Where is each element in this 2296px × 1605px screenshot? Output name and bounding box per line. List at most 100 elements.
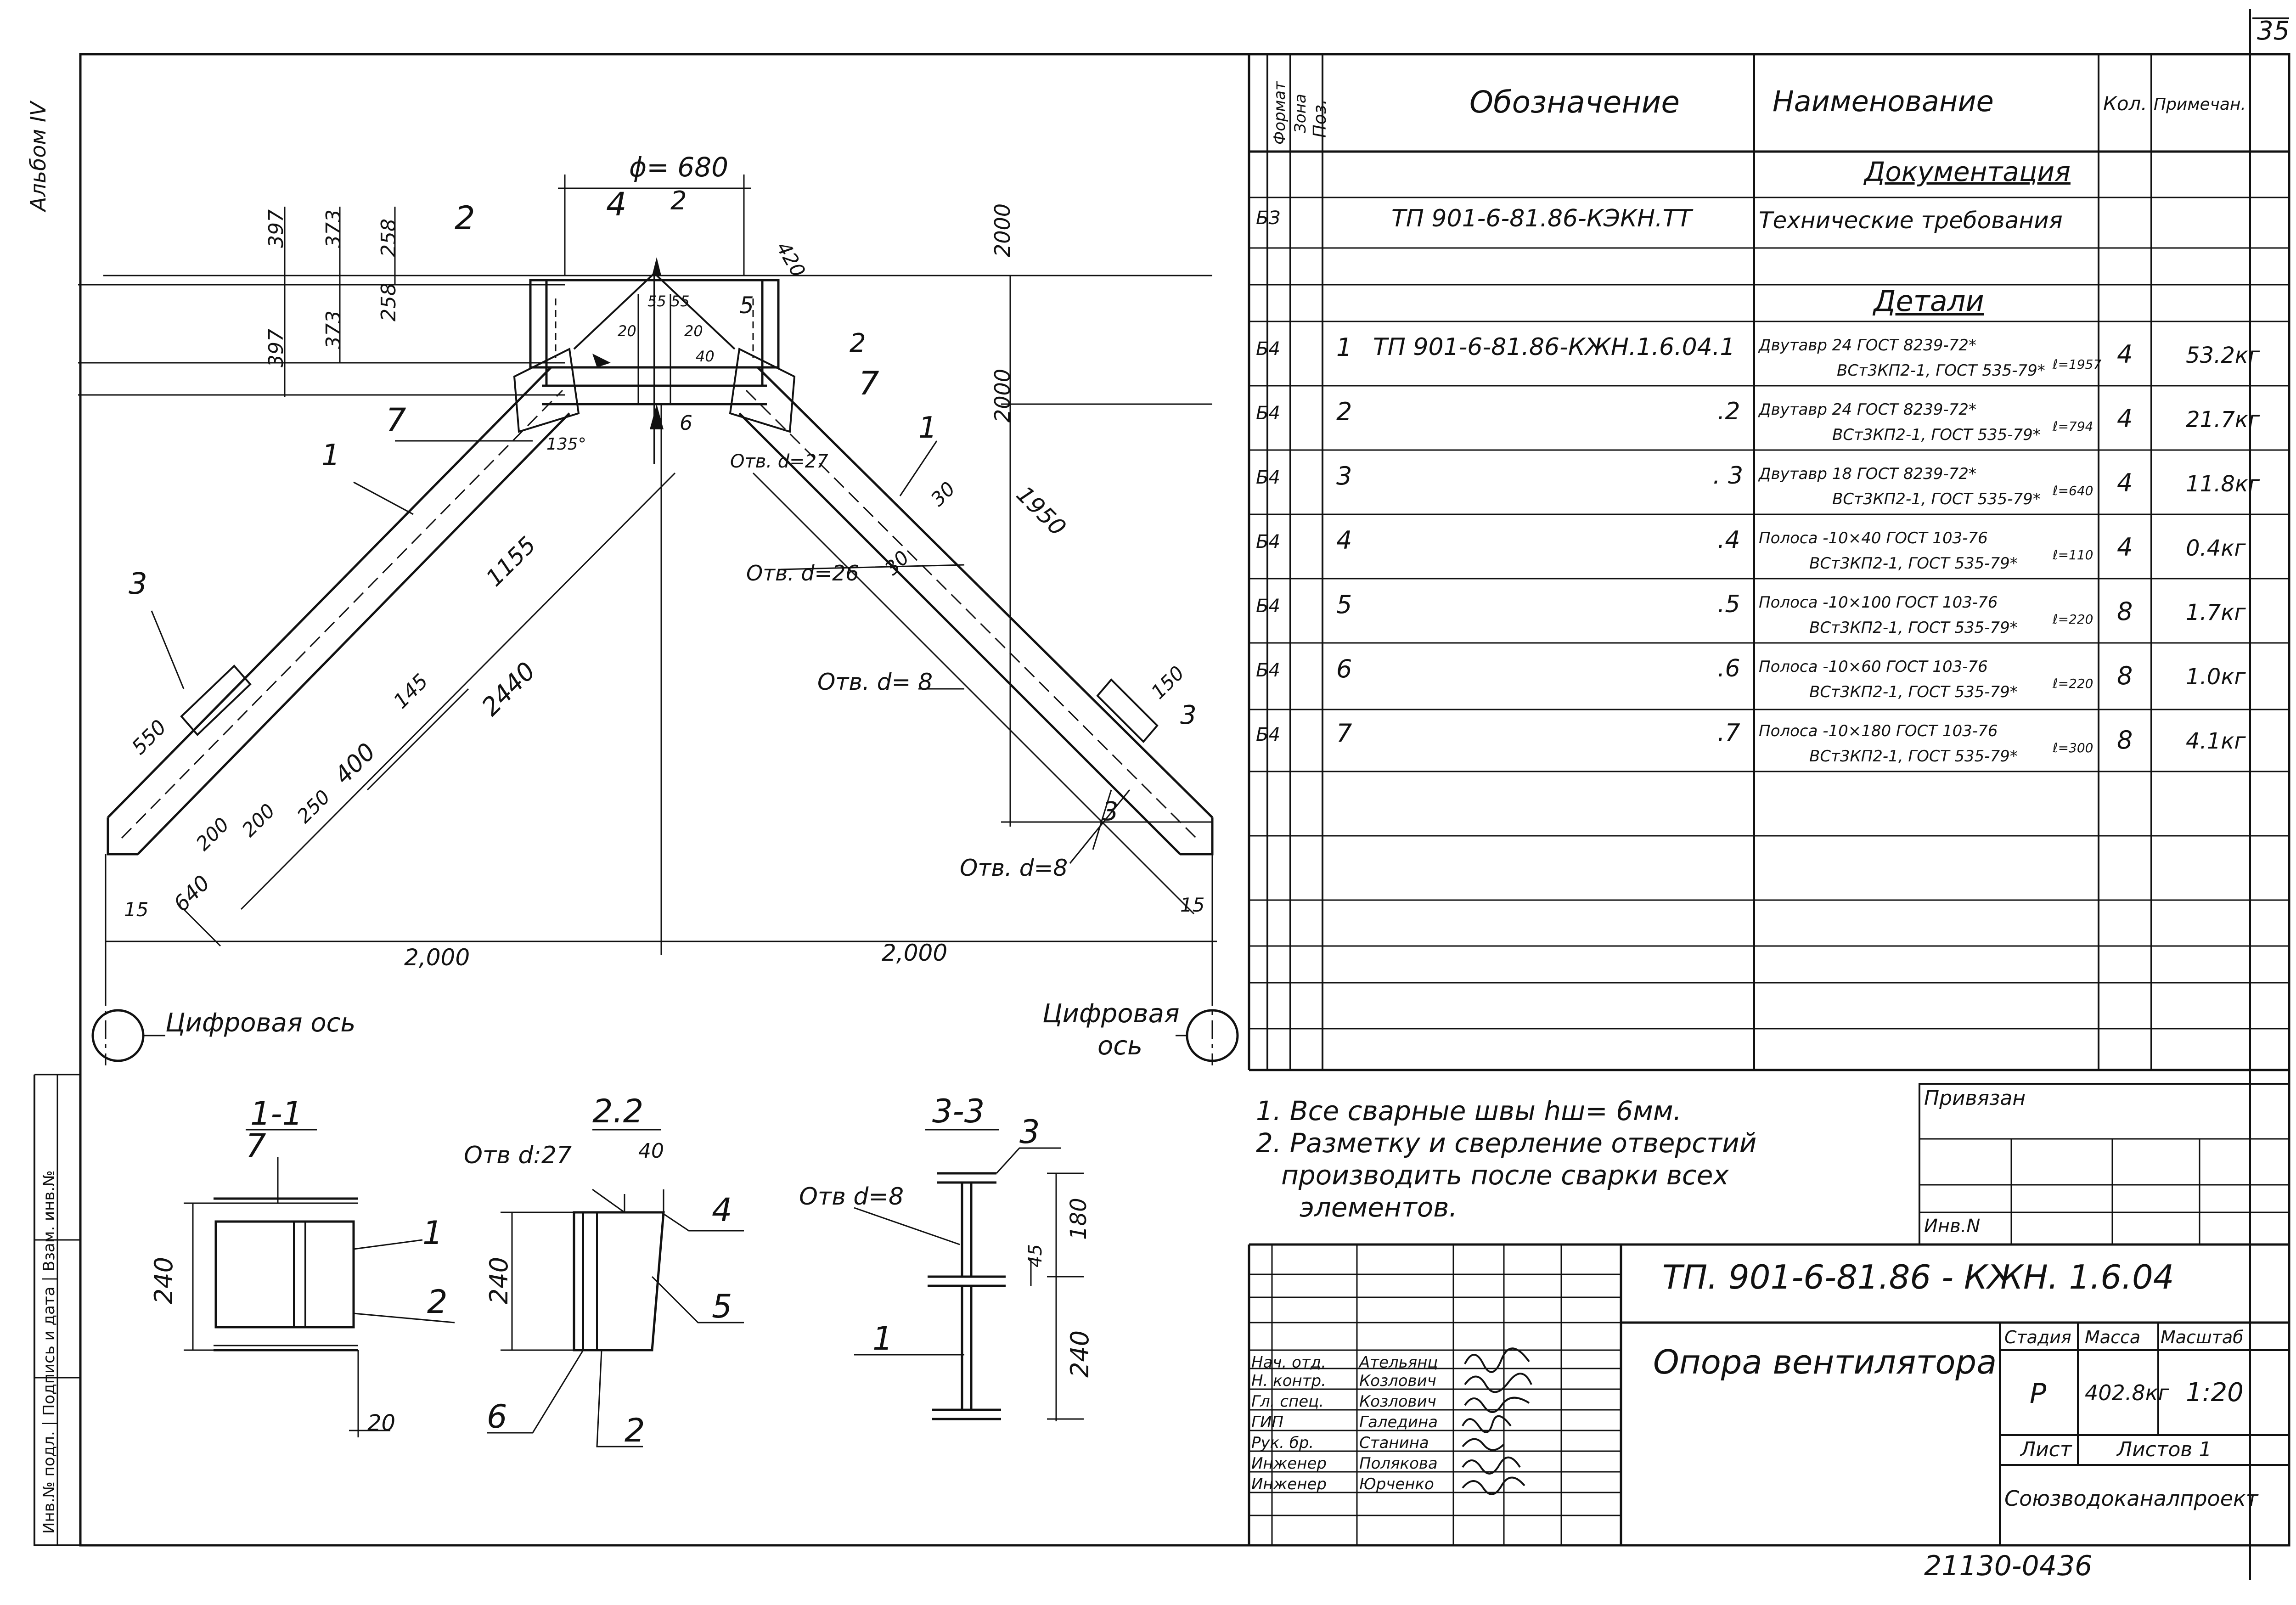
row-designation: .5 — [1717, 591, 1740, 618]
drawing-code: ТП. 901-6-81.86 - КЖН. 1.6.04 — [1662, 1258, 2174, 1296]
s11-dim240: 240 — [149, 1256, 178, 1304]
s22-hole: Отв d:27 — [464, 1142, 572, 1169]
row-pos: 1 — [1336, 333, 1352, 362]
note-3: производить после сварки всех — [1281, 1160, 1729, 1191]
row-pos: 6 — [1336, 654, 1352, 683]
hole-8-a: Отв. d= 8 — [817, 669, 933, 695]
axis-right-label-1: Цифровая — [1042, 999, 1180, 1029]
row-len: ℓ=220 — [2053, 612, 2093, 627]
doc-designation: ТП 901-6-81.86-КЭКН.ТТ — [1391, 205, 1692, 232]
s33-dim45: 45 — [1025, 1244, 1046, 1267]
album-label: Альбом IV — [26, 101, 51, 211]
pos-4: 4 — [606, 186, 627, 223]
s22-pos4: 4 — [712, 1191, 732, 1229]
hole-26: Отв. d=26 — [746, 561, 859, 586]
row-name-2: ВСт3КП2-1, ГОСТ 535-79* — [1809, 683, 2018, 701]
dim-20-b: 20 — [684, 322, 703, 340]
side-stamp: Инв.№ подл. | Подпись и дата | Взам. инв… — [40, 1170, 58, 1534]
s11-pos7: 7 — [246, 1127, 266, 1165]
inv-label: Инв.N — [1924, 1216, 1981, 1237]
row-note: 0.4кг — [2186, 535, 2246, 561]
s33-dim240: 240 — [1065, 1330, 1094, 1378]
section-2-2-title: 2.2 — [592, 1093, 644, 1130]
row-name-1: Полоса -10×60 ГОСТ 103-76 — [1759, 658, 1988, 676]
s22-dim240: 240 — [484, 1256, 513, 1304]
hdr-pos: Поз. — [1310, 99, 1330, 138]
doc-name: Технические требования — [1759, 207, 2063, 234]
sheet-number: 35 — [2257, 16, 2290, 46]
row-qty: 8 — [2117, 726, 2133, 755]
pos-2-right: 2 — [850, 328, 866, 358]
axis-right-label-2: ось — [1097, 1031, 1143, 1061]
sig-name: Юрченко — [1359, 1475, 1434, 1493]
row-format: Б4 — [1256, 660, 1280, 681]
row-designation: .6 — [1717, 655, 1740, 682]
hdr-designation: Обозначение — [1469, 84, 1680, 120]
s22-pos6: 6 — [487, 1398, 507, 1436]
sig-name: Галедина — [1359, 1413, 1438, 1431]
bottom-page: 36 — [2057, 1550, 2093, 1582]
s33-hole: Отв d=8 — [799, 1183, 904, 1211]
angle-135: 135° — [546, 435, 586, 454]
scale-header: Масштаб — [2161, 1327, 2244, 1347]
s33-dim180: 180 — [1066, 1198, 1092, 1240]
note-2: 2. Разметку и сверление отверстий — [1256, 1127, 1757, 1159]
s22-dim40: 40 — [638, 1139, 664, 1163]
sheet-header: Лист — [2020, 1438, 2072, 1461]
section-1-1-title: 1-1 — [250, 1095, 303, 1132]
row-name-2: ВСт3КП2-1, ГОСТ 535-79* — [1837, 361, 2045, 380]
section-parts: Детали — [1874, 284, 1984, 318]
row-len: ℓ=640 — [2053, 483, 2093, 498]
hole-8-b: Отв. d=8 — [960, 855, 1068, 881]
row-pos: 4 — [1336, 526, 1352, 555]
pos-3-left: 3 — [129, 567, 147, 601]
pos-5: 5 — [739, 292, 754, 319]
cut-mark-2: 2 — [670, 186, 687, 216]
pos-7-left: 7 — [386, 401, 406, 439]
row-name-1: Двутавр 24 ГОСТ 8239-72* — [1759, 400, 1976, 419]
hdr-qty: Кол. — [2103, 92, 2147, 115]
s22-pos5: 5 — [712, 1288, 732, 1325]
sig-name: Ательянц — [1359, 1353, 1438, 1372]
row-note: 1.0кг — [2186, 664, 2246, 690]
row-name-1: Полоса -10×100 ГОСТ 103-76 — [1759, 593, 1998, 612]
organization: Союзводоканалпроект — [2004, 1486, 2258, 1511]
dim-373-a: 373 — [322, 209, 345, 248]
row-designation: .4 — [1717, 526, 1740, 554]
row-qty: 4 — [2117, 340, 2133, 369]
row-name-2: ВСт3КП2-1, ГОСТ 535-79* — [1809, 619, 2018, 637]
row-name-1: Полоса -10×40 ГОСТ 103-76 — [1759, 529, 1988, 547]
row-pos: 3 — [1336, 462, 1352, 490]
row-designation: .7 — [1717, 719, 1740, 747]
hdr-format: Формат — [1271, 81, 1289, 145]
row-note: 21.7кг — [2186, 407, 2260, 433]
doc-format: БЗ — [1256, 208, 1281, 229]
pos-1-left: 1 — [321, 439, 340, 473]
dim-258-a: 258 — [377, 219, 400, 257]
pos-1-right: 1 — [918, 411, 937, 445]
row-name-2: ВСт3КП2-1, ГОСТ 535-79* — [1809, 747, 2018, 766]
row-pos: 5 — [1336, 590, 1352, 619]
row-note: 4.1кг — [2186, 728, 2246, 754]
cut-mark-3: 3 — [1102, 797, 1119, 827]
privyazan-label: Привязан — [1924, 1087, 2026, 1110]
dim-397-b: 397 — [264, 329, 288, 367]
sig-role: Инженер — [1251, 1454, 1327, 1473]
sig-role: Н. контр. — [1251, 1372, 1326, 1390]
drawing-title: Опора вентилятора — [1653, 1343, 1997, 1381]
pos-6: 6 — [680, 411, 692, 435]
sig-name: Полякова — [1359, 1454, 1438, 1473]
sig-role: Гл. спец. — [1251, 1392, 1324, 1411]
row-pos: 7 — [1336, 719, 1352, 748]
outer-frame — [79, 53, 2290, 1547]
row-len: ℓ=794 — [2053, 419, 2093, 434]
dim-15-right: 15 — [1180, 894, 1205, 916]
row-note: 53.2кг — [2186, 343, 2260, 368]
pos-2-top: 2 — [455, 199, 475, 237]
row-len: ℓ=1957 — [2053, 357, 2102, 372]
row-note: 1.7кг — [2186, 600, 2246, 625]
hole-27: Отв. d=27 — [730, 451, 828, 472]
hdr-name: Наименование — [1773, 84, 1994, 118]
row-pos: 2 — [1336, 397, 1352, 426]
